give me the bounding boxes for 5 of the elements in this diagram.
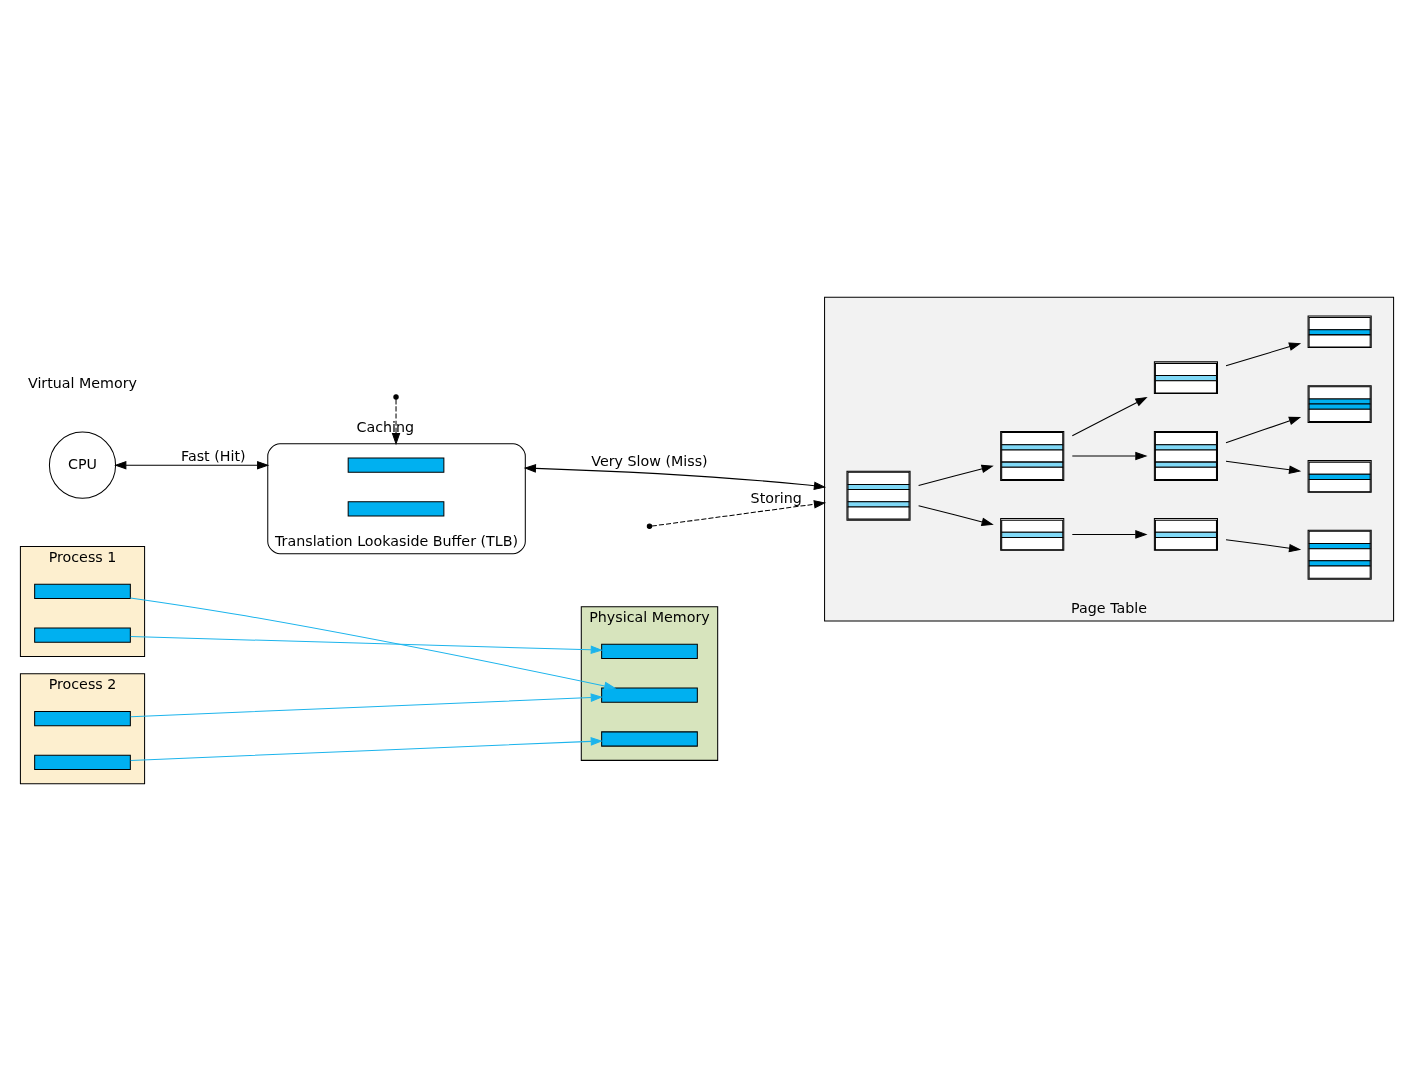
edge-label: Very Slow (Miss) (591, 453, 708, 470)
label: Virtual Memory (27, 374, 138, 391)
edge-label: Fast (Hit) (181, 448, 246, 465)
edge-label: Caching (356, 419, 415, 436)
edge-label: Storing (750, 490, 802, 507)
